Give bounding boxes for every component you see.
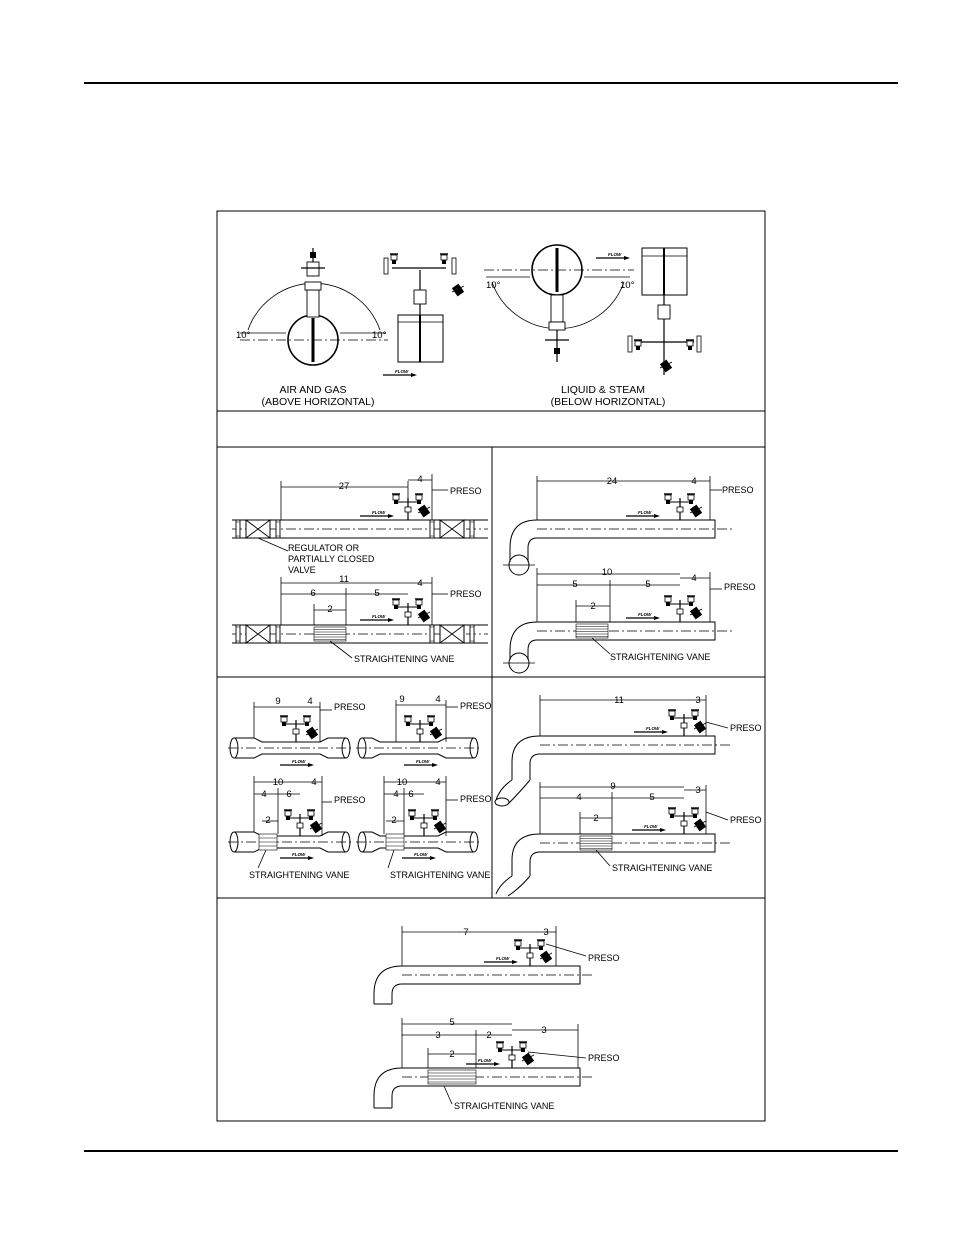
panel-b-vane-label: STRAIGHTENING VANE [610, 652, 710, 662]
panel-b-bot-preso: PRESO [724, 582, 756, 592]
panel-a-bot-mid: 5 [374, 588, 379, 599]
panel-c-tr-up: 9 [399, 694, 404, 705]
liquid-steam-caption: LIQUID & STEAM [561, 384, 645, 396]
panel-a-regulator-2: PARTIALLY CLOSED [288, 554, 375, 564]
air-gas-caption: AIR AND GAS [279, 384, 346, 396]
panel-a-top-preso: PRESO [450, 486, 482, 496]
panel-b-vane-gap: 2 [590, 601, 595, 612]
panel-bottom-elbow: 7 3 PRESO 5 3 2 3 2 PRESO ST [373, 926, 620, 1111]
air-gas-subcaption: (ABOVE HORIZONTAL) [262, 396, 375, 408]
panel-c-tl-preso: PRESO [334, 702, 366, 712]
panel-a-bot-up: 6 [310, 588, 315, 599]
panel-e-top-preso: PRESO [588, 953, 620, 963]
air-gas-left-angle: 10° [236, 330, 251, 341]
panel-a-top-down: 4 [417, 474, 422, 485]
panel-regulator-valve: 27 4 PRESO REGULATOR OR PARTIALLY CLOSED… [232, 474, 488, 664]
panel-e-bot-down: 3 [541, 1025, 546, 1036]
panel-e-vane-gap: 2 [449, 1049, 454, 1060]
panel-e-bot-total: 5 [449, 1017, 454, 1028]
panel-e-bot-up: 3 [435, 1030, 440, 1041]
liquid-steam-left-angle: 10° [486, 280, 501, 291]
panel-a-bot-preso: PRESO [450, 589, 482, 599]
panel-d-bot-down: 3 [695, 785, 700, 796]
panel-a-regulator-3: VALVE [288, 565, 316, 575]
panel-d-top-preso: PRESO [730, 723, 762, 733]
panel-d-vane-label: STRAIGHTENING VANE [612, 863, 712, 873]
panel-c-bl-vane-label: STRAIGHTENING VANE [249, 870, 349, 880]
liquid-steam-orientation-view: 10° 10° LIQUID & STEAM (BELOW HORIZONTAL… [484, 244, 702, 408]
panel-a-top-run: 27 [339, 481, 350, 492]
panel-d-bot-total: 9 [610, 781, 615, 792]
panel-b-bot-mid: 5 [645, 579, 650, 590]
panel-b-top-run: 24 [607, 476, 618, 487]
air-gas-right-angle: 10° [372, 330, 387, 341]
panel-a-regulator-1: REGULATOR OR [288, 543, 360, 553]
panel-d-bot-up: 4 [576, 792, 581, 803]
panel-d-vane-gap: 2 [593, 813, 598, 824]
panel-c-br-a: 4 [393, 789, 398, 800]
panel-c-br-vane-label: STRAIGHTENING VANE [390, 870, 490, 880]
panel-double-elbow: 11 3 PRESO 9 4 5 3 2 PRESO STRAIGHTENING… [494, 695, 762, 897]
panel-c-tl-down: 4 [307, 696, 312, 707]
panel-reducer-expander: 9 4 PRESO 9 4 PRESO 10 [228, 694, 492, 880]
panel-c-tl-up: 9 [275, 696, 280, 707]
panel-d-bot-mid: 5 [649, 792, 654, 803]
panel-a-bot-total: 11 [339, 574, 349, 585]
panel-b-bot-down: 4 [691, 573, 696, 584]
panel-c-bl-b: 6 [286, 789, 291, 800]
panel-c-bl-a: 4 [261, 789, 266, 800]
diagram-frame [216, 210, 766, 1122]
panel-c-tr-down: 4 [435, 694, 440, 705]
panel-e-top-run: 7 [463, 927, 468, 938]
panel-e-vane-label: STRAIGHTENING VANE [454, 1101, 554, 1111]
panel-d-top-run: 11 [614, 695, 624, 706]
panel-c-br-b: 6 [408, 789, 413, 800]
panel-c-br-preso: PRESO [460, 794, 492, 804]
panel-c-br-total: 10 [397, 777, 408, 788]
panel-c-tr-preso: PRESO [460, 701, 492, 711]
panel-c-bl-down: 4 [311, 777, 316, 788]
liquid-steam-subcaption: (BELOW HORIZONTAL) [551, 396, 666, 408]
panel-b-bot-total: 10 [602, 567, 613, 578]
panel-c-br-down: 4 [435, 777, 440, 788]
panel-c-bl-total: 10 [273, 777, 284, 788]
panel-d-bot-preso: PRESO [730, 815, 762, 825]
panel-b-bot-up: 5 [572, 579, 577, 590]
panel-a-bot-down: 4 [417, 578, 422, 589]
panel-b-top-down: 4 [691, 476, 696, 487]
panel-a-vane-gap: 2 [327, 604, 332, 615]
panel-c-br-gap: 2 [391, 815, 396, 826]
air-gas-orientation-view: 10° 10° AIR AND GAS (ABOVE HORIZONTAL) [236, 248, 465, 408]
liquid-steam-right-angle: 10° [620, 280, 635, 291]
panel-single-elbow: 24 4 PRESO 10 5 5 4 2 PRESO STRAIGHTENIN… [503, 476, 756, 674]
panel-e-bot-preso: PRESO [588, 1053, 620, 1063]
panel-e-top-down: 3 [543, 927, 548, 938]
panel-e-bot-mid: 2 [486, 1030, 491, 1041]
panel-c-bl-gap: 2 [265, 815, 270, 826]
panel-a-vane-label: STRAIGHTENING VANE [354, 654, 454, 664]
panel-c-bl-preso: PRESO [334, 795, 366, 805]
panel-d-top-down: 3 [695, 695, 700, 706]
panel-b-top-preso: PRESO [722, 485, 754, 495]
